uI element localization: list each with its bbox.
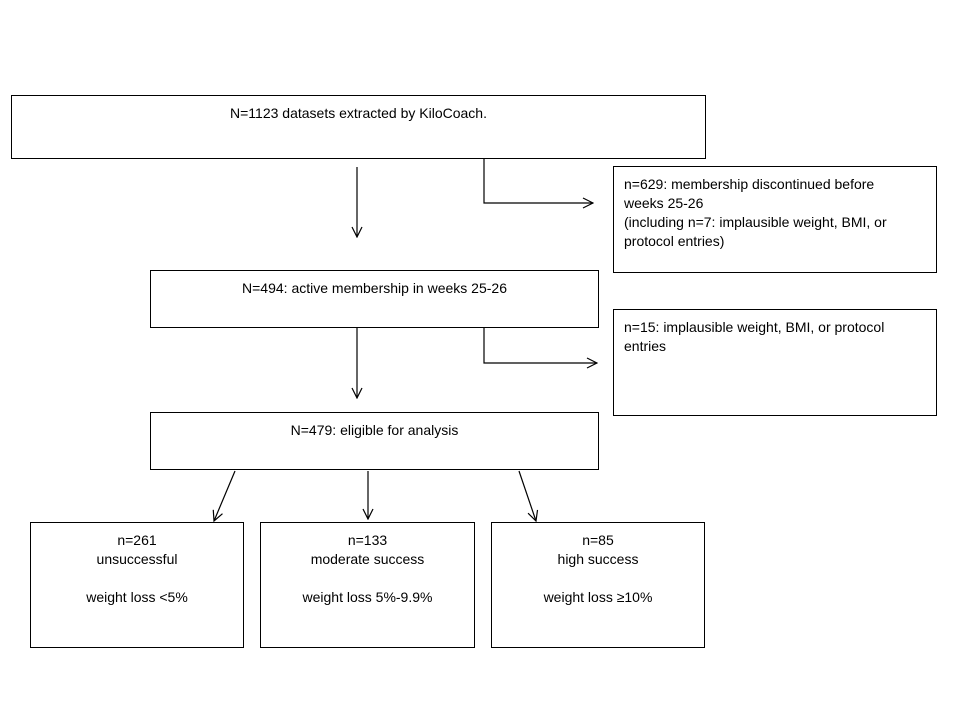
discontinued-membership-box: n=629: membership discontinued before we…	[613, 166, 937, 273]
box-text-line: N=479: eligible for analysis	[290, 422, 459, 438]
box-text-line: weight loss 5%-9.9%	[302, 589, 433, 605]
box-blank-line	[261, 569, 474, 588]
box-text-line: n=261	[117, 532, 157, 548]
active-membership-box: N=494: active membership in weeks 25-26	[150, 270, 599, 328]
arrow-source-to-discontinued	[483, 159, 593, 203]
box-text-line: (including n=7: implausible weight, BMI,…	[624, 214, 887, 230]
box-text-line: n=85	[582, 532, 614, 548]
arrow-eligible-to-unsuccessful	[214, 470, 236, 521]
implausible-entries-box: n=15: implausible weight, BMI, or protoc…	[613, 309, 937, 416]
arrow-active-to-implausible	[483, 328, 597, 363]
box-blank-line	[31, 569, 243, 588]
box-text-line: weight loss <5%	[86, 589, 188, 605]
box-text-line: weight loss ≥10%	[543, 589, 653, 605]
box-text-line: weeks 25-26	[624, 195, 704, 211]
high-success-group-box: n=85 high success weight loss ≥10%	[491, 522, 705, 648]
eligible-for-analysis-box: N=479: eligible for analysis	[150, 412, 599, 470]
box-text-line: entries	[624, 338, 667, 354]
source-datasets-box: N=1123 datasets extracted by KiloCoach.	[11, 95, 706, 159]
box-text-line: N=1123 datasets extracted by KiloCoach.	[230, 105, 487, 121]
box-text-line: n=629: membership discontinued before	[624, 176, 875, 192]
arrow-eligible-to-high	[518, 470, 536, 521]
box-text-line: unsuccessful	[96, 551, 178, 567]
moderate-success-group-box: n=133 moderate success weight loss 5%-9.…	[260, 522, 475, 648]
box-text-line: protocol entries)	[624, 233, 725, 249]
box-text-line: n=15: implausible weight, BMI, or protoc…	[624, 319, 885, 335]
box-text-line: n=133	[347, 532, 388, 548]
box-text-line: high success	[557, 551, 639, 567]
box-text-line: moderate success	[310, 551, 425, 567]
box-blank-line	[492, 569, 704, 588]
unsuccessful-group-box: n=261 unsuccessful weight loss <5%	[30, 522, 244, 648]
box-text-line: N=494: active membership in weeks 25-26	[242, 280, 507, 296]
